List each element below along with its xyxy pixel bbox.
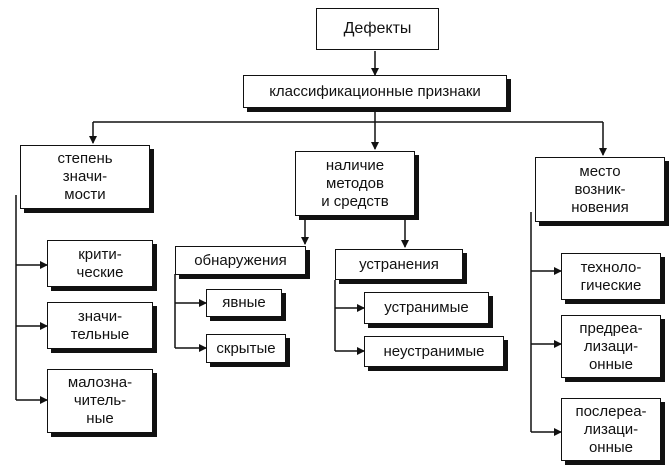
post-sale-box: послереа- лизаци- онные: [561, 398, 661, 461]
elimination-box: устранения: [335, 249, 463, 280]
removable-box: устранимые: [364, 292, 489, 324]
methods-availability-box: наличие методов и средств: [295, 151, 415, 216]
root-defects-box: Дефекты: [316, 8, 439, 50]
origin-place-box: место возник- новения: [535, 157, 665, 222]
significant-box: значи- тельные: [47, 302, 153, 349]
critical-box: крити- ческие: [47, 240, 153, 287]
pre-sale-box: предреа- лизаци- онные: [561, 315, 661, 378]
detection-box: обнаружения: [175, 246, 306, 275]
classification-features-box: классификационные признаки: [243, 75, 507, 108]
irremovable-box: неустранимые: [364, 336, 504, 367]
explicit-box: явные: [206, 289, 282, 317]
technological-box: техноло- гические: [561, 253, 661, 300]
hidden-box: скрытые: [206, 334, 286, 363]
minor-box: малозна- читель- ные: [47, 369, 153, 433]
significance-degree-box: степень значи- мости: [20, 145, 150, 209]
